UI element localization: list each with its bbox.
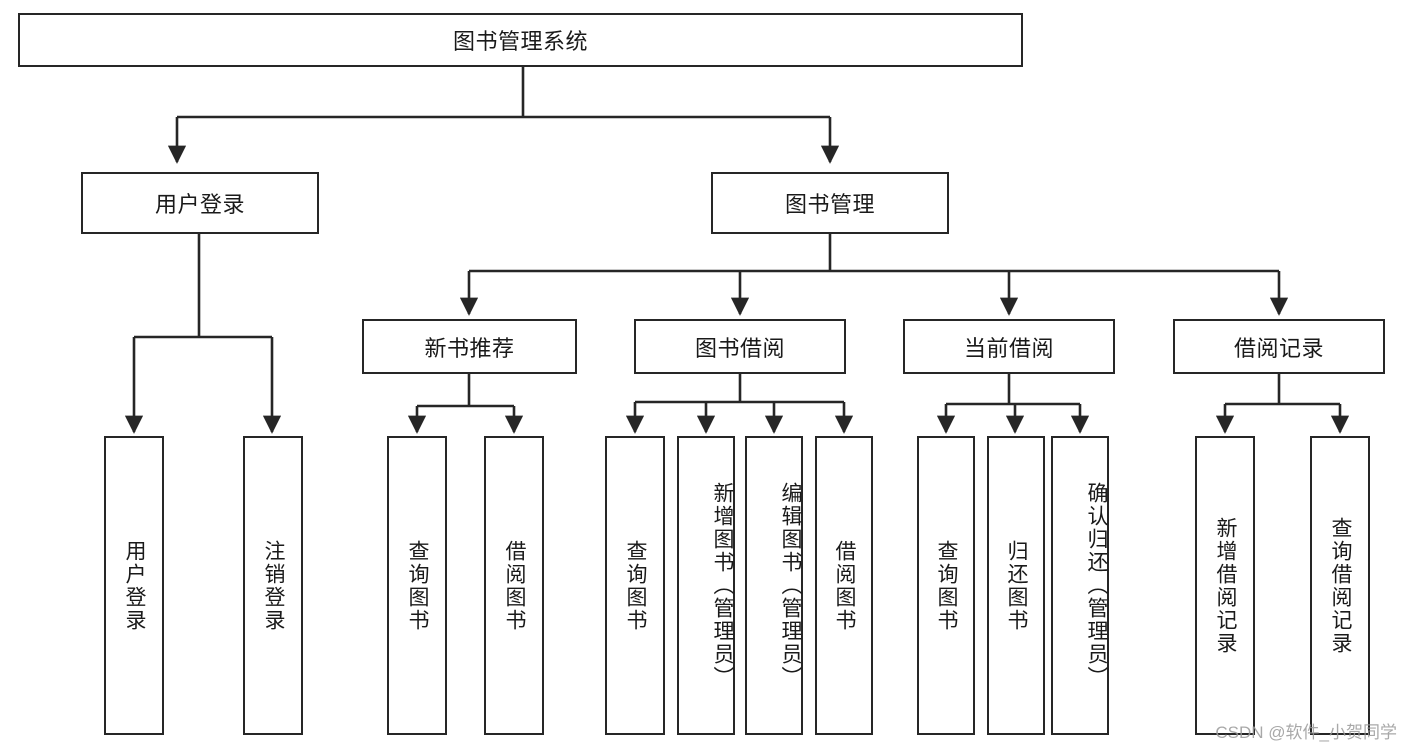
leaf-query-book-current[interactable]: 查询图书 bbox=[917, 436, 975, 735]
leaf-user-login[interactable]: 用户登录 bbox=[104, 436, 164, 735]
node-label: 当前借阅 bbox=[963, 335, 1054, 361]
node-label: 查询图书 bbox=[406, 539, 430, 632]
node-label: 借阅记录 bbox=[1233, 335, 1324, 361]
node-label: 新书推荐 bbox=[424, 335, 515, 361]
node-label: 用户登录 bbox=[123, 539, 147, 632]
node-label: 归还图书 bbox=[1005, 539, 1029, 632]
leaf-add-borrow-record[interactable]: 新增借阅记录 bbox=[1195, 436, 1255, 735]
leaf-logout[interactable]: 注销登录 bbox=[243, 436, 303, 735]
leaf-add-book-admin[interactable]: 新增图书（管理员） bbox=[677, 436, 735, 735]
node-label: 确认归还（管理员） bbox=[1085, 482, 1108, 689]
leaf-edit-book-admin[interactable]: 编辑图书（管理员） bbox=[745, 436, 803, 735]
node-label: 图书管理 bbox=[784, 192, 875, 217]
leaf-query-book-recommend[interactable]: 查询图书 bbox=[387, 436, 447, 735]
leaf-confirm-return-admin[interactable]: 确认归还（管理员） bbox=[1051, 436, 1109, 735]
node-label: 新增借阅记录 bbox=[1214, 516, 1238, 655]
leaf-return-book[interactable]: 归还图书 bbox=[987, 436, 1045, 735]
node-label: 图书借阅 bbox=[694, 335, 785, 361]
leaf-borrow-book[interactable]: 借阅图书 bbox=[815, 436, 873, 735]
leaf-borrow-book-recommend[interactable]: 借阅图书 bbox=[484, 436, 544, 735]
node-label: 编辑图书（管理员） bbox=[779, 482, 802, 689]
leaf-query-book-borrow[interactable]: 查询图书 bbox=[605, 436, 665, 735]
node-label: 查询图书 bbox=[624, 539, 648, 632]
node-label: 查询借阅记录 bbox=[1329, 516, 1353, 655]
node-label: 图书管理系统 bbox=[452, 29, 588, 54]
node-user-login[interactable]: 用户登录 bbox=[81, 172, 319, 234]
node-book-management[interactable]: 图书管理 bbox=[711, 172, 949, 234]
node-label: 注销登录 bbox=[262, 539, 286, 632]
node-new-book-recommend[interactable]: 新书推荐 bbox=[362, 319, 577, 374]
node-root-book-management-system[interactable]: 图书管理系统 bbox=[18, 13, 1023, 67]
node-label: 借阅图书 bbox=[833, 539, 857, 632]
node-book-borrow[interactable]: 图书借阅 bbox=[634, 319, 846, 374]
node-label: 新增图书（管理员） bbox=[711, 482, 734, 689]
node-borrow-record[interactable]: 借阅记录 bbox=[1173, 319, 1385, 374]
node-current-borrow[interactable]: 当前借阅 bbox=[903, 319, 1115, 374]
node-label: 借阅图书 bbox=[503, 539, 527, 632]
node-label: 查询图书 bbox=[935, 539, 959, 632]
watermark-text: CSDN @软件_小贺同学 bbox=[1215, 723, 1397, 742]
leaf-query-borrow-record[interactable]: 查询借阅记录 bbox=[1310, 436, 1370, 735]
node-label: 用户登录 bbox=[154, 192, 245, 217]
